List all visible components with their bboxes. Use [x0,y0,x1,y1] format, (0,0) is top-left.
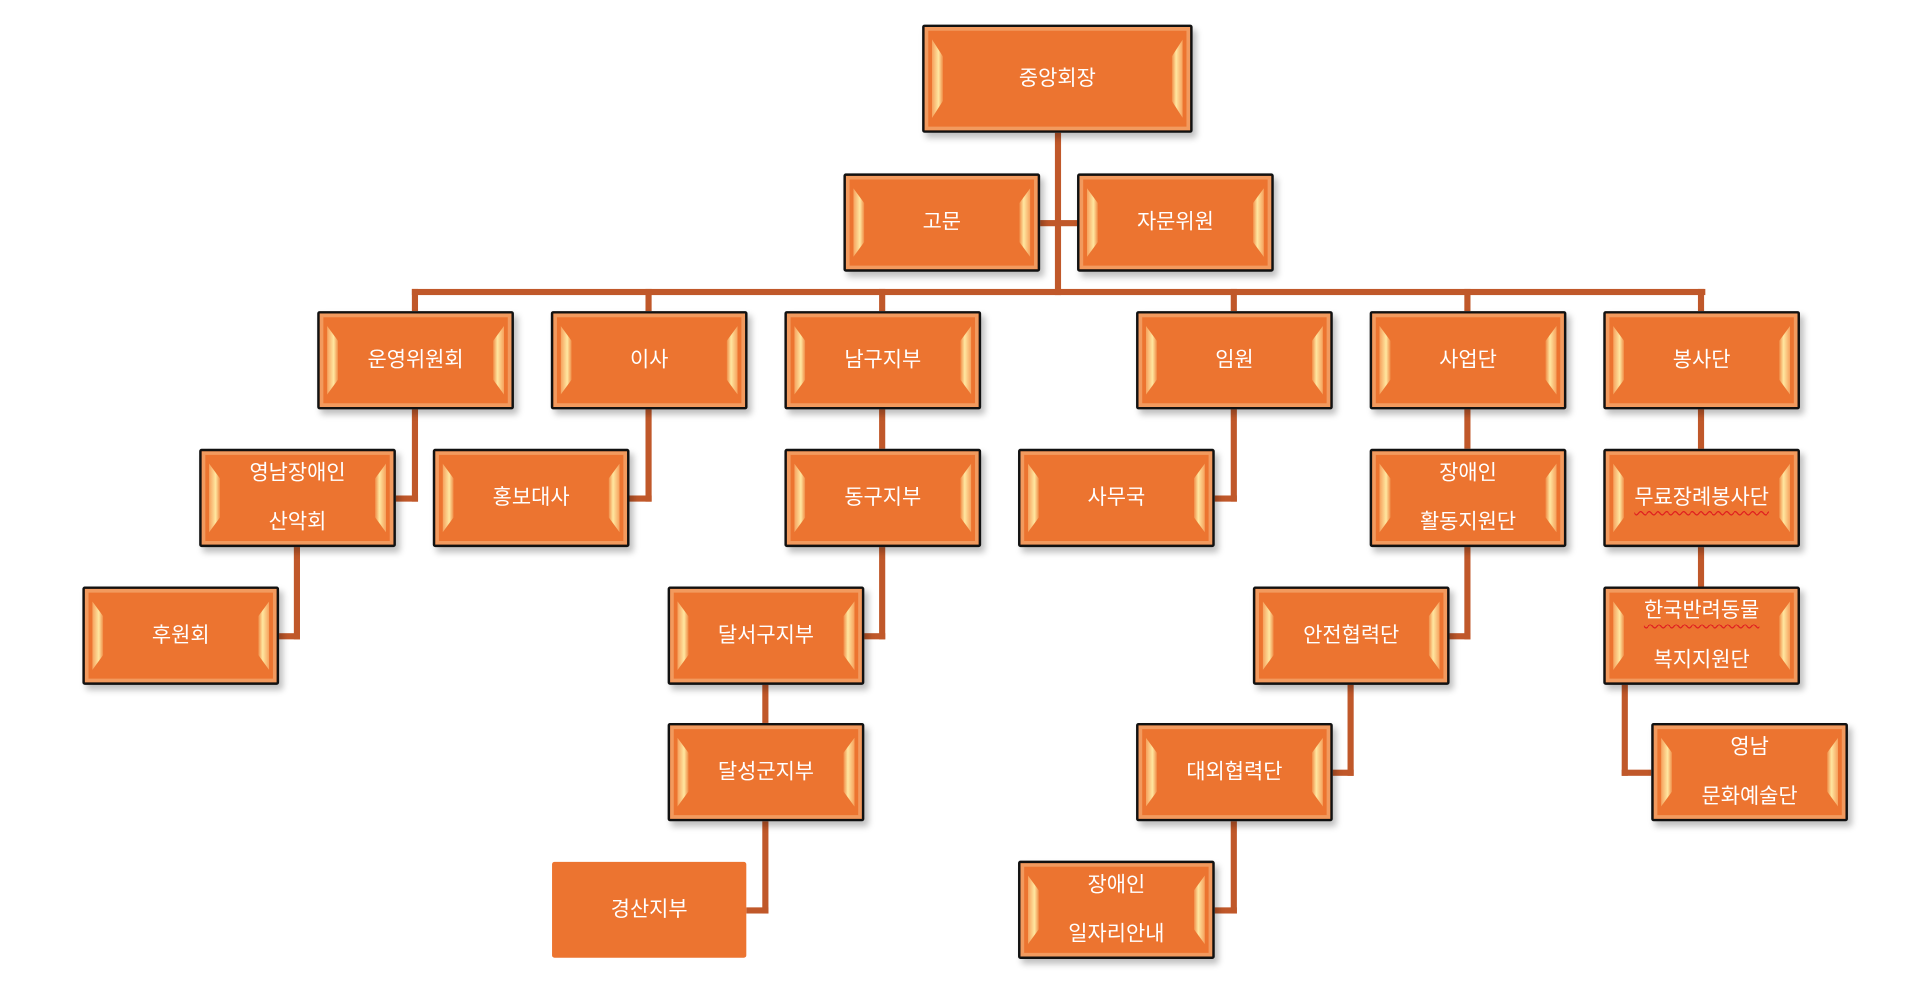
node-ambassador[interactable]: 홍보대사 [432,448,630,548]
node-label: 달서구지부 [717,623,815,648]
node-funeral-volunteer[interactable]: 무료장례봉사단 [1603,448,1800,548]
node-volunteer-group[interactable]: 봉사단 [1603,311,1800,410]
connector [879,288,886,312]
node-label: 후원회 [151,623,210,648]
node-gyeongsan-branch[interactable]: 경산지부 [552,861,747,958]
node-label: 봉사단 [1672,347,1731,373]
connector [1214,907,1237,914]
node-executive[interactable]: 임원 [1136,311,1333,410]
connector [411,409,419,502]
node-label: 대외협력단 [1186,759,1283,785]
connector [1621,769,1652,776]
connector [411,288,1706,296]
node-supporters[interactable]: 후원회 [82,586,280,685]
node-label: 임원 [1215,347,1254,373]
connector [279,633,300,640]
node-label: 달성군지부 [717,759,815,785]
connector [1230,288,1237,312]
node-chairman[interactable]: 중앙회장 [922,24,1193,133]
node-label: 동구지부 [844,485,922,511]
connector [1464,288,1471,312]
connector [1230,821,1237,914]
node-safety-cooperation[interactable]: 안전협력단 [1252,586,1450,685]
connector [762,684,769,723]
connector [1464,409,1471,449]
node-label: 운영위원회 [367,347,464,373]
connector [879,547,886,640]
node-label: 문화예술단 [1701,784,1798,810]
connector [864,633,886,640]
connector [1054,132,1062,296]
connector [1230,409,1237,502]
connector [645,409,652,502]
node-director[interactable]: 이사 [550,311,748,410]
connector [1697,547,1705,587]
node-external-cooperation[interactable]: 대외협력단 [1136,722,1333,822]
connector [746,907,769,914]
node-dalseogu-branch[interactable]: 달서구지부 [667,586,865,685]
node-label: 활동지원단 [1419,510,1517,535]
node-dalseonggun-branch[interactable]: 달성군지부 [667,722,865,822]
connector [411,288,419,312]
node-label: 사업단 [1439,347,1497,373]
node-steering-committee[interactable]: 운영위원회 [317,311,514,410]
connector [1464,547,1471,640]
node-business-group[interactable]: 사업단 [1369,311,1567,410]
connector [629,495,652,502]
node-label: 영남 [1730,735,1769,760]
node-label: 고문 [922,210,962,235]
node-secretariat[interactable]: 사무국 [1018,448,1215,548]
node-advisory-committee[interactable]: 자문위원 [1077,173,1274,272]
connector [1697,409,1705,449]
node-label: 자문위원 [1136,210,1214,235]
connector [293,547,300,640]
connector [645,288,652,312]
node-label: 한국반려동물 [1643,598,1760,624]
node-label: 장애인 [1439,461,1497,486]
node-label: 경산지부 [610,897,688,923]
node-label: 무료장례봉사단 [1634,485,1769,511]
node-namgu-branch[interactable]: 남구지부 [784,311,982,410]
node-label: 산악회 [268,510,327,535]
node-label: 중앙회장 [1018,66,1096,91]
node-label: 사무국 [1087,485,1146,511]
node-label: 홍보대사 [492,485,570,511]
connector [762,821,769,914]
node-label: 복지지원단 [1653,647,1750,673]
node-advisor[interactable]: 고문 [843,173,1041,272]
node-donggu-branch[interactable]: 동구지부 [784,448,982,548]
node-label: 장애인 [1087,872,1146,898]
connector [879,409,886,449]
node-label: 안전협력단 [1303,623,1400,648]
node-label: 일자리안내 [1068,922,1165,947]
connector [1697,288,1705,312]
node-label: 영남장애인 [249,461,346,486]
connector [1347,684,1354,776]
node-label: 이사 [629,347,669,373]
connector [1214,495,1237,502]
connector [395,495,419,502]
connector [1621,684,1628,776]
connector [1332,769,1354,776]
connector [1449,633,1471,640]
connector [1040,220,1078,227]
node-label: 남구지부 [844,347,922,373]
